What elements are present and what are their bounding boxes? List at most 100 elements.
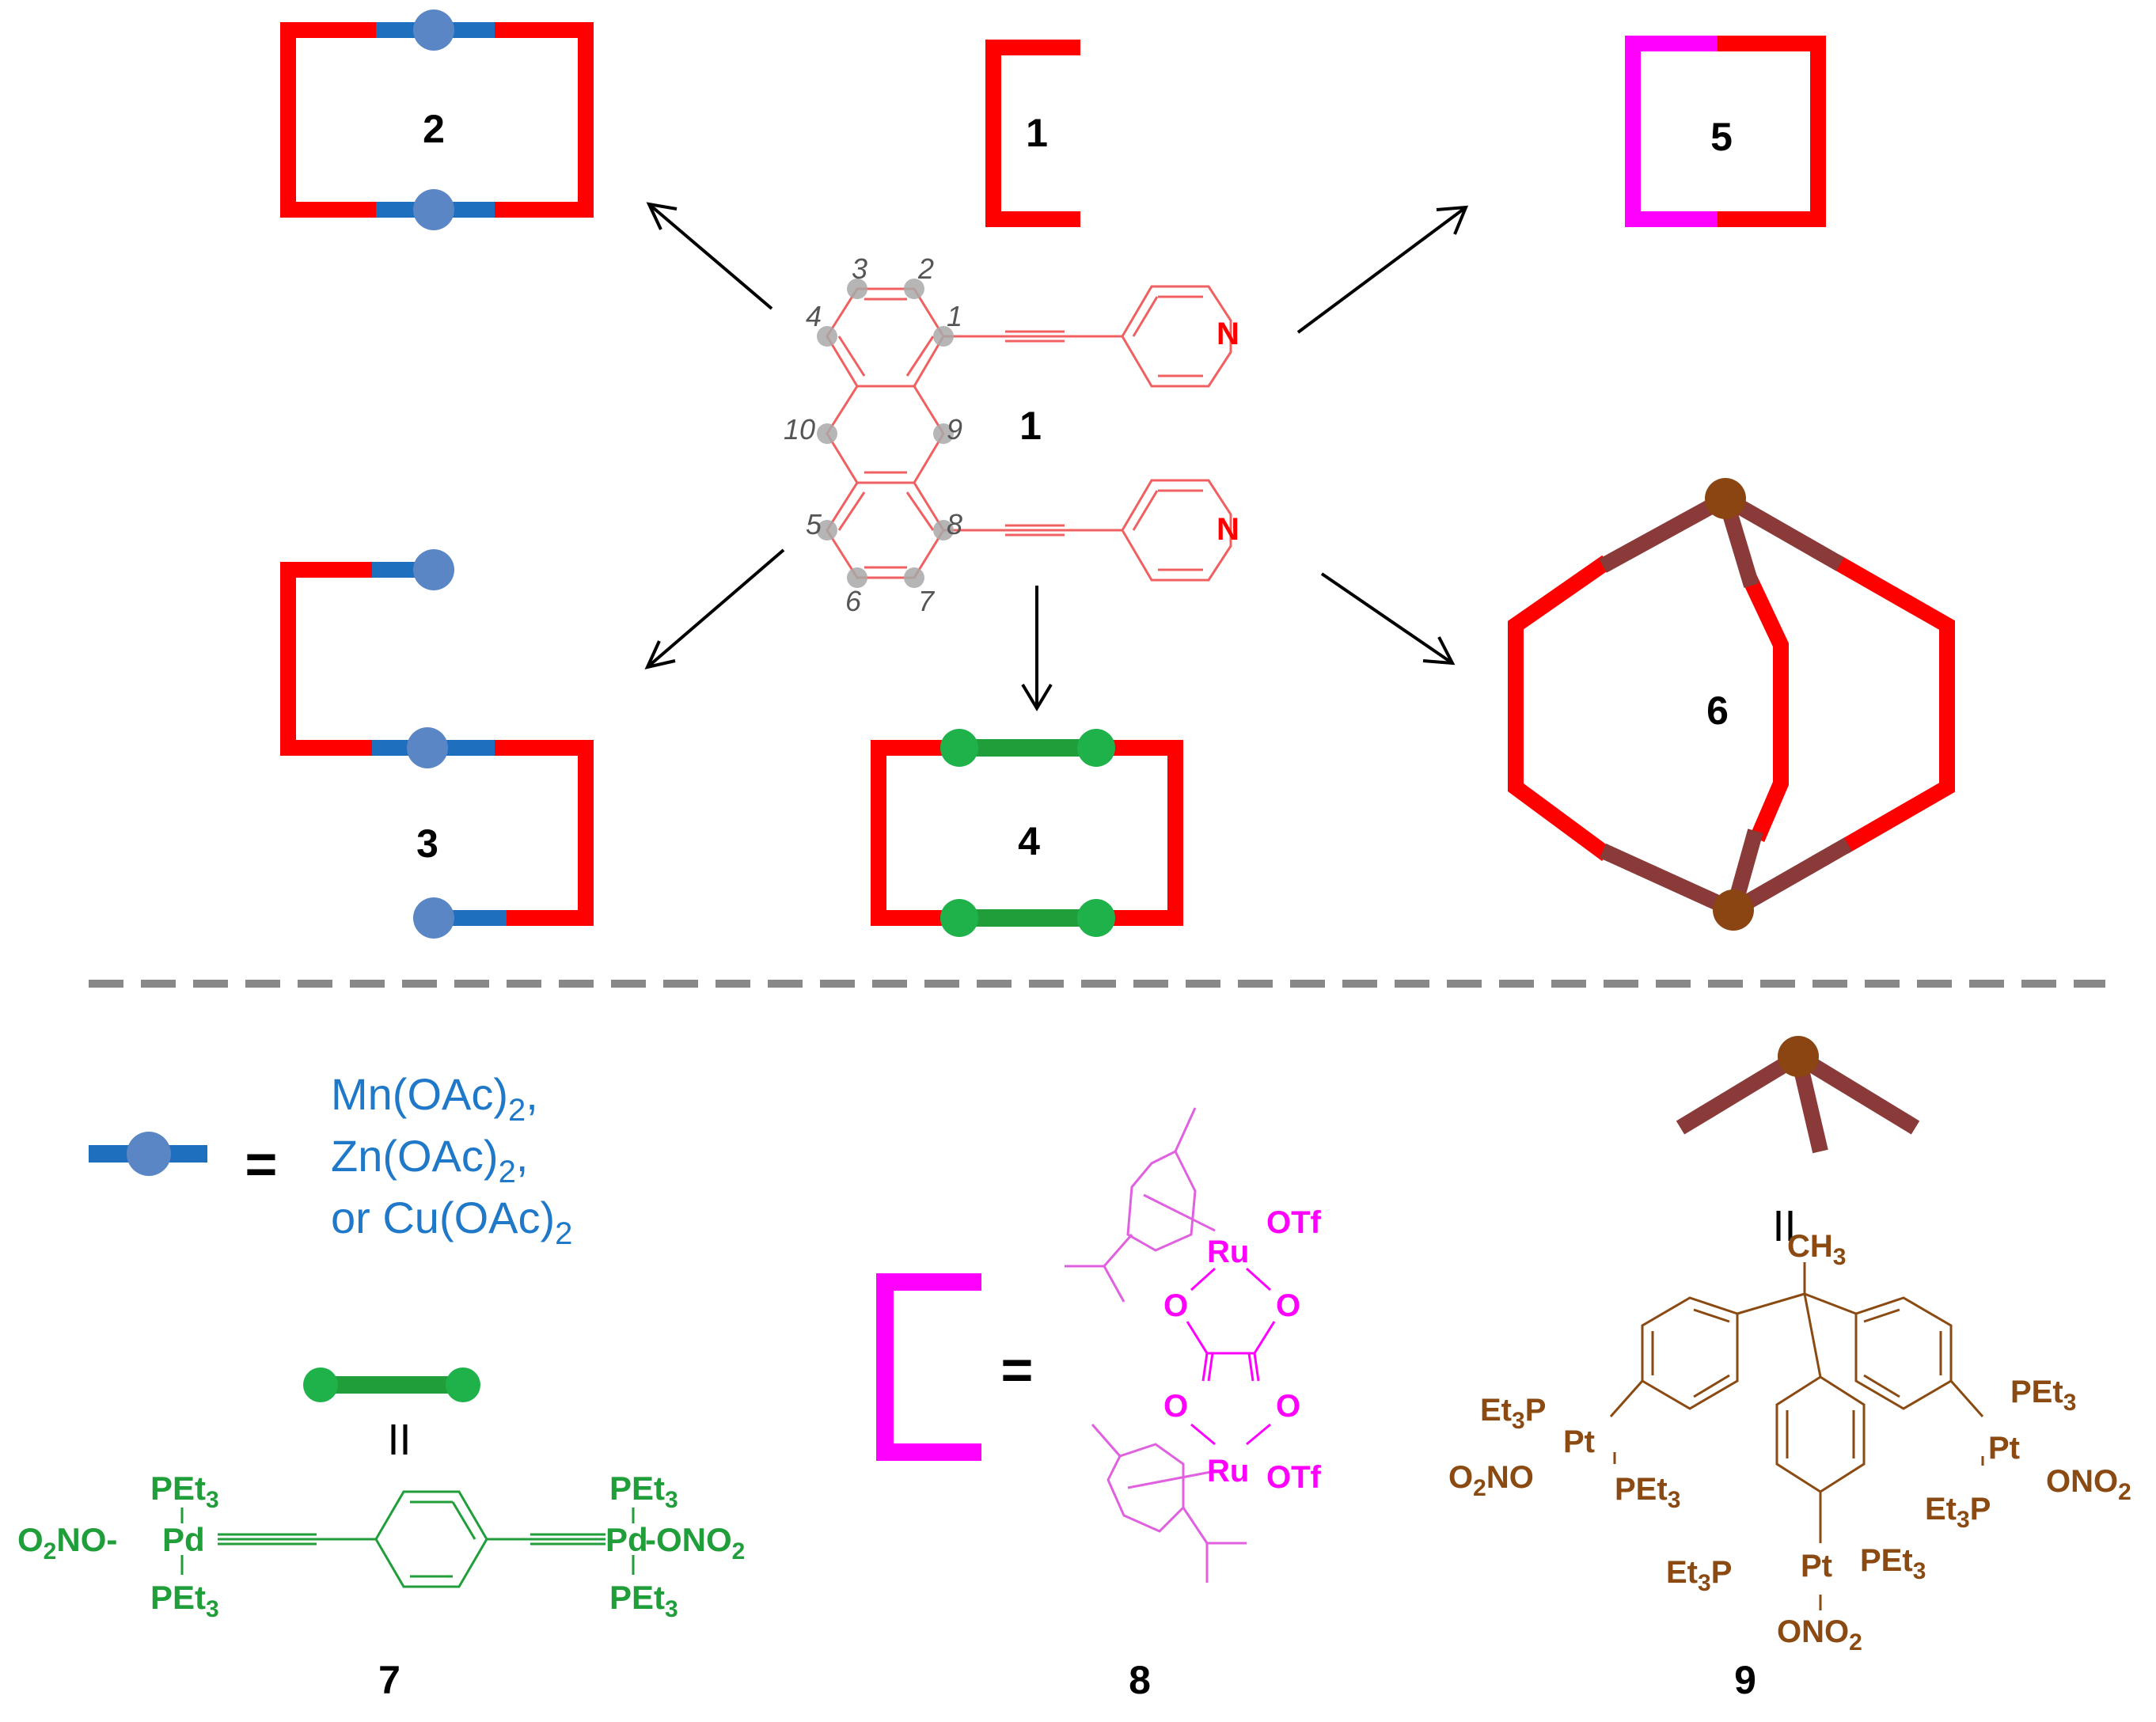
arrow-to-2 [646, 202, 773, 310]
ru-bracket-legend [876, 1273, 981, 1461]
pt-complex-structure [1609, 1262, 1984, 1610]
compound-label-9: 9 [1734, 1658, 1756, 1702]
svg-text:Ru: Ru [1207, 1235, 1249, 1269]
svg-text:CH3: CH3 [1787, 1229, 1846, 1270]
assembly-4: 4 [871, 729, 1183, 937]
svg-text:O2NO-: O2NO- [17, 1521, 117, 1565]
ligand-bracket-left [280, 22, 412, 218]
svg-text:PEt3: PEt3 [150, 1470, 219, 1513]
compound-label-1-top: 1 [1026, 111, 1048, 155]
compound-label-8: 8 [1129, 1658, 1151, 1702]
pd-node-2 [1077, 729, 1115, 767]
svg-text:6: 6 [845, 585, 862, 617]
equals-sign-magenta: = [1001, 1339, 1034, 1401]
svg-text:O: O [1163, 1389, 1188, 1424]
pt-arm-5 [1729, 837, 1852, 917]
metal-node-3 [413, 897, 454, 939]
svg-text:-ONO2: -ONO2 [645, 1521, 745, 1565]
ring-middle [826, 385, 945, 484]
svg-text:PEt3: PEt3 [1615, 1472, 1680, 1513]
ligand-middle [1741, 574, 1789, 842]
svg-text:Et3P: Et3P [1666, 1555, 1732, 1596]
svg-text:O: O [1276, 1389, 1300, 1424]
svg-text:Ru: Ru [1207, 1454, 1249, 1489]
svg-text:9: 9 [947, 413, 962, 446]
position-numbers: 1 2 3 4 5 6 7 8 9 10 [784, 252, 962, 617]
pt-arm-1 [1599, 491, 1729, 573]
compound-label-7: 7 [378, 1658, 400, 1702]
pyridine-n-upper: N [1217, 317, 1239, 351]
legend-magenta-ru: = [876, 1107, 1322, 1702]
equals-rotated-brown [1776, 1211, 1793, 1241]
svg-text:PEt3: PEt3 [609, 1579, 678, 1622]
ligand-bracket-right [491, 22, 594, 218]
metal-node-bottom [413, 189, 454, 230]
metal-salt-line-2: Zn(OAc)2, [331, 1131, 528, 1189]
ligand-lower [491, 740, 594, 926]
pyridine-n-lower: N [1217, 512, 1239, 547]
compound-label-2: 2 [423, 107, 445, 151]
equals-rotated-green [391, 1424, 408, 1455]
assembly-2: 2 [280, 9, 594, 230]
svg-text:OTf: OTf [1266, 1460, 1322, 1495]
svg-text:Pt: Pt [1988, 1431, 2020, 1466]
assembly-3: 3 [280, 549, 594, 939]
svg-text:O: O [1163, 1288, 1188, 1323]
svg-text:Pt: Pt [1563, 1424, 1595, 1459]
pyridine-upper [1121, 285, 1232, 388]
compound-label-3: 3 [416, 821, 438, 866]
ru-bracket [1625, 36, 1718, 227]
compound-label-6: 6 [1706, 688, 1729, 733]
svg-text:O: O [1276, 1288, 1300, 1323]
svg-text:Pt: Pt [1801, 1549, 1832, 1584]
ligand-left [1508, 555, 1611, 862]
ring-lower [826, 481, 945, 579]
compound-label-4: 4 [1018, 819, 1040, 863]
pt-arm-4 [1599, 843, 1737, 918]
svg-text:Et3P: Et3P [1925, 1492, 1991, 1533]
ru-complex-labels: Ru Ru OTf OTf O O O O [1163, 1205, 1322, 1495]
ligand-bracket [985, 40, 1080, 227]
svg-text:1: 1 [947, 300, 962, 332]
metal-node-1 [413, 549, 454, 590]
svg-text:PEt3: PEt3 [1860, 1543, 1926, 1584]
ligand-bracket-right [1096, 740, 1183, 926]
compound-label-5: 5 [1710, 115, 1733, 159]
position-markers [817, 279, 954, 588]
svg-text:Et3P: Et3P [1480, 1393, 1546, 1434]
svg-text:3: 3 [852, 252, 867, 285]
svg-text:Pd: Pd [605, 1521, 648, 1558]
arrow-to-6 [1320, 572, 1456, 666]
ligand-shape-1: 1 [985, 40, 1080, 227]
legend-blue-metal: = Mn(OAc)2, Zn(OAc)2, or Cu(OAc)2 [89, 1069, 572, 1251]
pd-node-4 [1077, 899, 1115, 937]
pt-node-bottom [1713, 889, 1754, 931]
reaction-arrows [644, 202, 1469, 711]
svg-text:PEt3: PEt3 [150, 1579, 219, 1622]
ring-upper [826, 287, 945, 388]
svg-text:2: 2 [917, 252, 934, 285]
arrow-to-4 [1021, 586, 1053, 711]
compound-label-1-center: 1 [1019, 404, 1042, 448]
svg-text:PEt3: PEt3 [2010, 1375, 2076, 1416]
ru-complex-structure [1065, 1107, 1247, 1583]
svg-text:7: 7 [918, 585, 936, 617]
arrow-to-3 [644, 548, 785, 669]
pd-node-1 [940, 729, 978, 767]
svg-text:5: 5 [806, 508, 822, 540]
ru-oxalate [1186, 1267, 1276, 1446]
svg-text:10: 10 [784, 413, 815, 446]
svg-text:O2NO: O2NO [1448, 1460, 1534, 1501]
assembly-6: 6 [1508, 478, 1955, 931]
pd-node-3 [940, 899, 978, 937]
metal-node-top [413, 9, 454, 51]
equals-sign-blue: = [245, 1133, 278, 1195]
ligand-bracket-left [871, 740, 958, 926]
svg-text:4: 4 [806, 300, 822, 332]
arrow-to-5 [1296, 205, 1469, 334]
pt-node-top [1705, 478, 1746, 519]
pd-complex-structure [180, 1490, 635, 1588]
pyridine-lower [1121, 479, 1232, 582]
svg-text:8: 8 [947, 508, 962, 540]
assembly-5: 5 [1625, 36, 1826, 227]
